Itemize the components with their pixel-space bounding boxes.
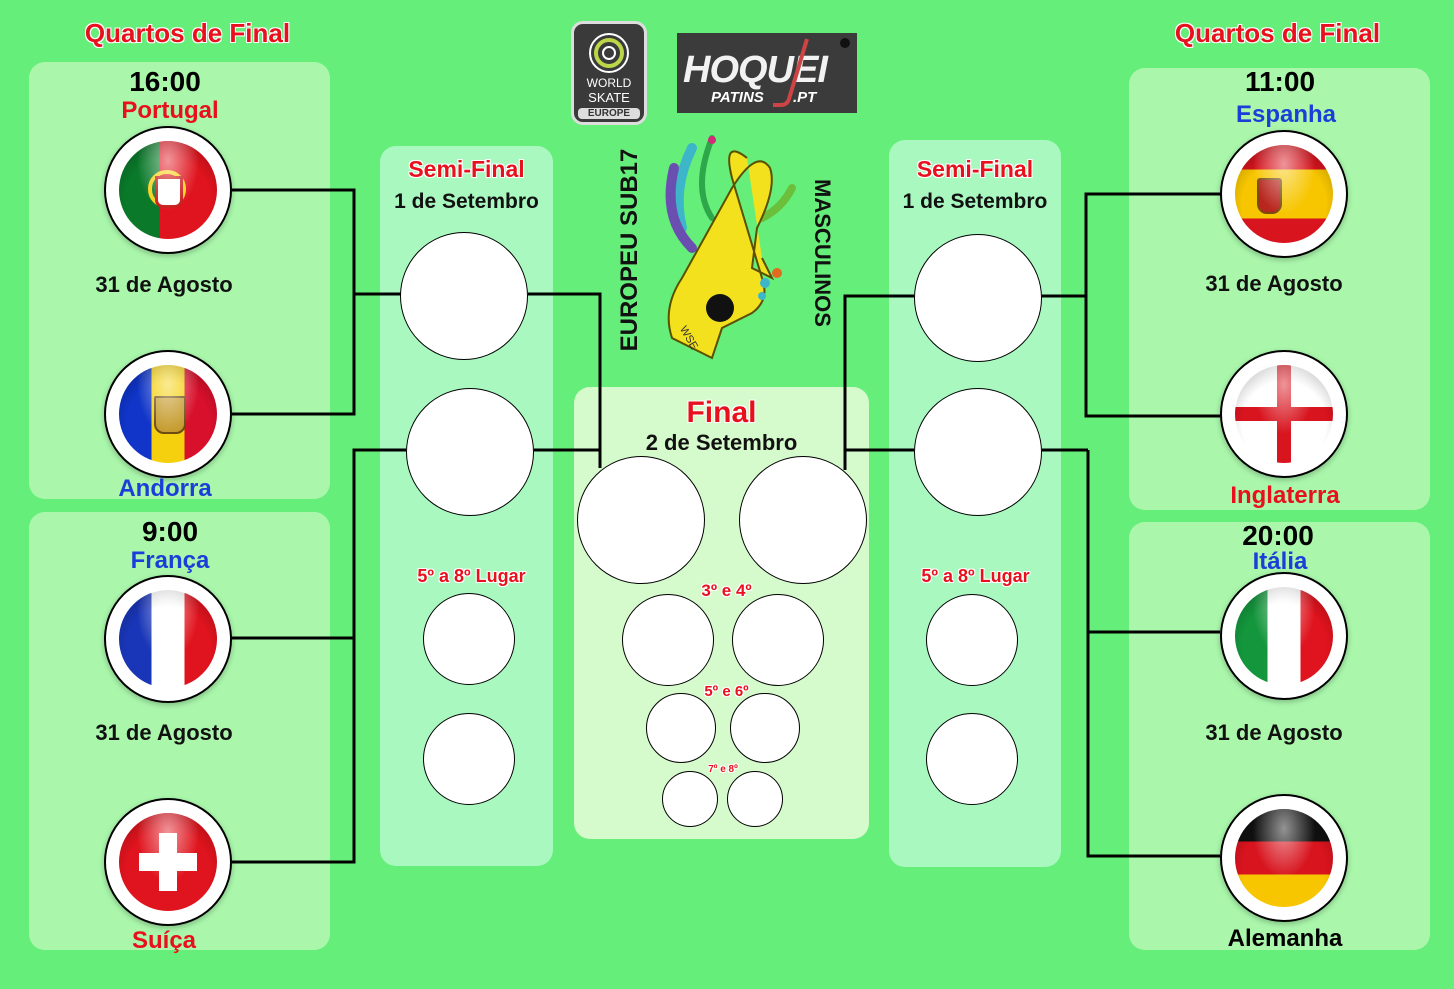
final-slot-1[interactable] bbox=[577, 456, 705, 584]
left-semi-title: Semi-Final bbox=[408, 156, 525, 182]
event-right-text: MASCULINOS bbox=[810, 179, 835, 327]
right-match2-time: 20:00 bbox=[1242, 520, 1314, 551]
third-fourth-slot-2[interactable] bbox=[732, 594, 824, 686]
flag-franca[interactable] bbox=[104, 575, 232, 703]
left-match1-time: 16:00 bbox=[129, 66, 201, 97]
qf-left-title: Quartos de Final bbox=[84, 18, 291, 48]
flag-espanha[interactable] bbox=[1220, 130, 1348, 258]
france-flag-icon bbox=[119, 590, 217, 688]
right-places-label: 5º a 8º Lugar bbox=[921, 566, 1030, 586]
left-semi-slot-1[interactable] bbox=[400, 232, 528, 360]
spain-flag-icon bbox=[1235, 145, 1333, 243]
switzerland-flag-icon bbox=[119, 813, 217, 911]
final-date: 2 de Setembro bbox=[645, 430, 798, 455]
fifth-sixth-slot-2[interactable] bbox=[730, 693, 800, 763]
right-match1-date: 31 de Agosto bbox=[1205, 271, 1343, 296]
flag-andorra[interactable] bbox=[104, 350, 232, 478]
event-left-text: EUROPEU SUB17 bbox=[616, 148, 643, 352]
right-places-slot-1[interactable] bbox=[926, 594, 1018, 686]
left-semi-date: 1 de Setembro bbox=[394, 190, 539, 213]
left-places-label: 5º a 8º Lugar bbox=[417, 566, 526, 586]
england-flag-icon bbox=[1235, 365, 1333, 463]
italy-flag-icon bbox=[1235, 587, 1333, 685]
world-skate-line2: SKATE bbox=[588, 90, 630, 105]
left-semi-slot-2[interactable] bbox=[406, 388, 534, 516]
left-match1-team-a: Portugal bbox=[121, 97, 219, 124]
hoquei-sub1-text: PATINS bbox=[711, 89, 764, 106]
portugal-flag-icon bbox=[119, 141, 217, 239]
right-match2-team-b: Alemanha bbox=[1227, 925, 1343, 952]
right-semi-slot-2[interactable] bbox=[914, 388, 1042, 516]
right-semi-date: 1 de Setembro bbox=[902, 190, 1048, 213]
left-match2-team-b: Suíça bbox=[131, 927, 197, 954]
right-match1-team-b: Inglaterra bbox=[1230, 482, 1340, 509]
right-match1-team-a: Espanha bbox=[1235, 101, 1337, 128]
germany-flag-icon bbox=[1235, 809, 1333, 907]
qf-right-title: Quartos de Final bbox=[1174, 18, 1381, 48]
right-match2-team-a: Itália bbox=[1252, 548, 1308, 575]
right-match1-time: 11:00 bbox=[1244, 66, 1316, 97]
seventh-eighth-slot-2[interactable] bbox=[727, 771, 783, 827]
right-match2-date: 31 de Agosto bbox=[1205, 720, 1343, 745]
flag-inglaterra[interactable] bbox=[1220, 350, 1348, 478]
seventh-eighth-label: 7º e 8º bbox=[708, 764, 738, 775]
flag-portugal[interactable] bbox=[104, 126, 232, 254]
flag-italia[interactable] bbox=[1220, 572, 1348, 700]
seventh-eighth-slot-1[interactable] bbox=[662, 771, 718, 827]
hockey-stick-icon bbox=[773, 38, 850, 107]
left-match2-time: 9:00 bbox=[141, 516, 199, 547]
world-skate-emblem-icon bbox=[589, 33, 629, 73]
hoquei-patins-logo: HOQUEI PATINS .PT bbox=[677, 33, 857, 113]
final-title: Final bbox=[686, 396, 757, 429]
third-fourth-slot-1[interactable] bbox=[622, 594, 714, 686]
flag-suica[interactable] bbox=[104, 798, 232, 926]
world-skate-line1: WORLD bbox=[586, 76, 632, 90]
andorra-flag-icon bbox=[119, 365, 217, 463]
third-fourth-label: 3º e 4º bbox=[701, 581, 752, 600]
left-match1-date: 31 de Agosto bbox=[95, 272, 233, 297]
left-places-slot-2[interactable] bbox=[423, 713, 515, 805]
right-semi-slot-1[interactable] bbox=[914, 234, 1042, 362]
fifth-sixth-label: 5º e 6º bbox=[704, 683, 749, 700]
world-skate-line3: EUROPE bbox=[578, 108, 640, 119]
left-match1-team-b: Andorra bbox=[118, 475, 212, 502]
fifth-sixth-slot-1[interactable] bbox=[646, 693, 716, 763]
hoquei-sub2-text: .PT bbox=[793, 89, 817, 106]
right-places-slot-2[interactable] bbox=[926, 713, 1018, 805]
left-match2-team-a: França bbox=[130, 547, 210, 574]
right-semi-title: Semi-Final bbox=[916, 156, 1034, 182]
left-match2-date: 31 de Agosto bbox=[95, 720, 233, 745]
event-ribbon-icon bbox=[665, 135, 796, 360]
final-slot-2[interactable] bbox=[739, 456, 867, 584]
flag-alemanha[interactable] bbox=[1220, 794, 1348, 922]
left-places-slot-1[interactable] bbox=[423, 593, 515, 685]
world-skate-logo: WORLD SKATE EUROPE bbox=[571, 21, 647, 125]
